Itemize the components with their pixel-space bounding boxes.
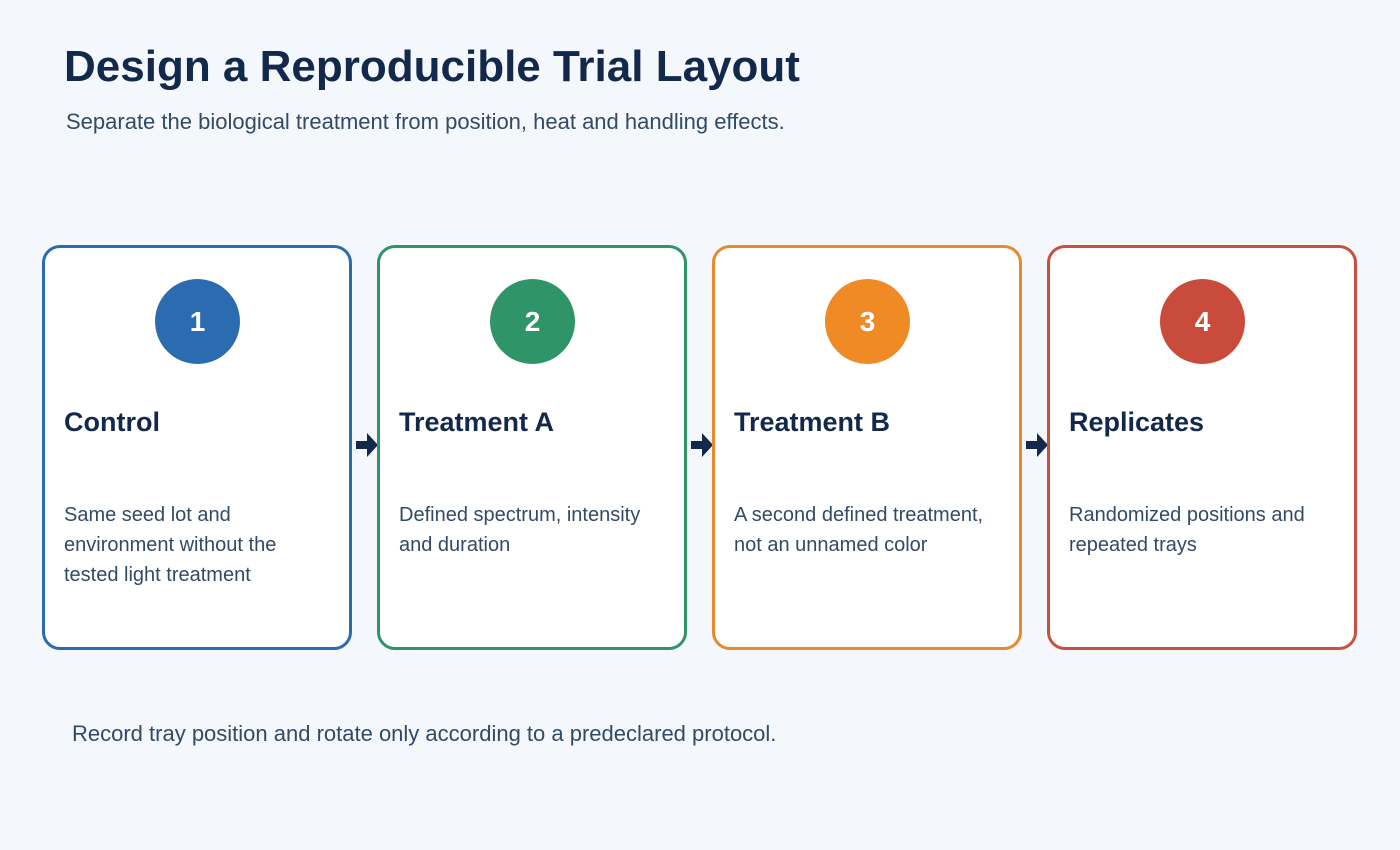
arrow-right-icon xyxy=(356,433,378,457)
protocol-note: Record tray position and rotate only acc… xyxy=(72,721,777,746)
step-title: Treatment A xyxy=(399,407,555,437)
page-subtitle: Separate the biological treatment from p… xyxy=(66,109,785,134)
step-card-replicates: 4 Replicates Randomized positions and re… xyxy=(1047,245,1357,650)
step-description: Same seed lot and environment without th… xyxy=(64,504,277,586)
arrow-right-icon xyxy=(691,433,713,457)
step-number-badge: 1 xyxy=(155,279,240,364)
step-number-badge: 4 xyxy=(1160,279,1245,364)
step-number-badge: 3 xyxy=(825,279,910,364)
step-title: Control xyxy=(64,407,160,437)
step-description: A second defined treatment, not an unnam… xyxy=(734,504,984,556)
step-description: Randomized positions and repeated trays xyxy=(1069,504,1305,556)
step-card-treatment-a: 2 Treatment A Defined spectrum, intensit… xyxy=(377,245,687,650)
step-card-control: 1 Control Same seed lot and environment … xyxy=(42,245,352,650)
step-description: Defined spectrum, intensity and duration xyxy=(399,504,641,556)
arrow-right-icon xyxy=(1026,433,1048,457)
step-number-badge: 2 xyxy=(490,279,575,364)
step-title: Treatment B xyxy=(734,407,891,437)
step-title: Replicates xyxy=(1069,407,1205,437)
step-card-treatment-b: 3 Treatment B A second defined treatment… xyxy=(712,245,1022,650)
page-title: Design a Reproducible Trial Layout xyxy=(64,42,800,91)
